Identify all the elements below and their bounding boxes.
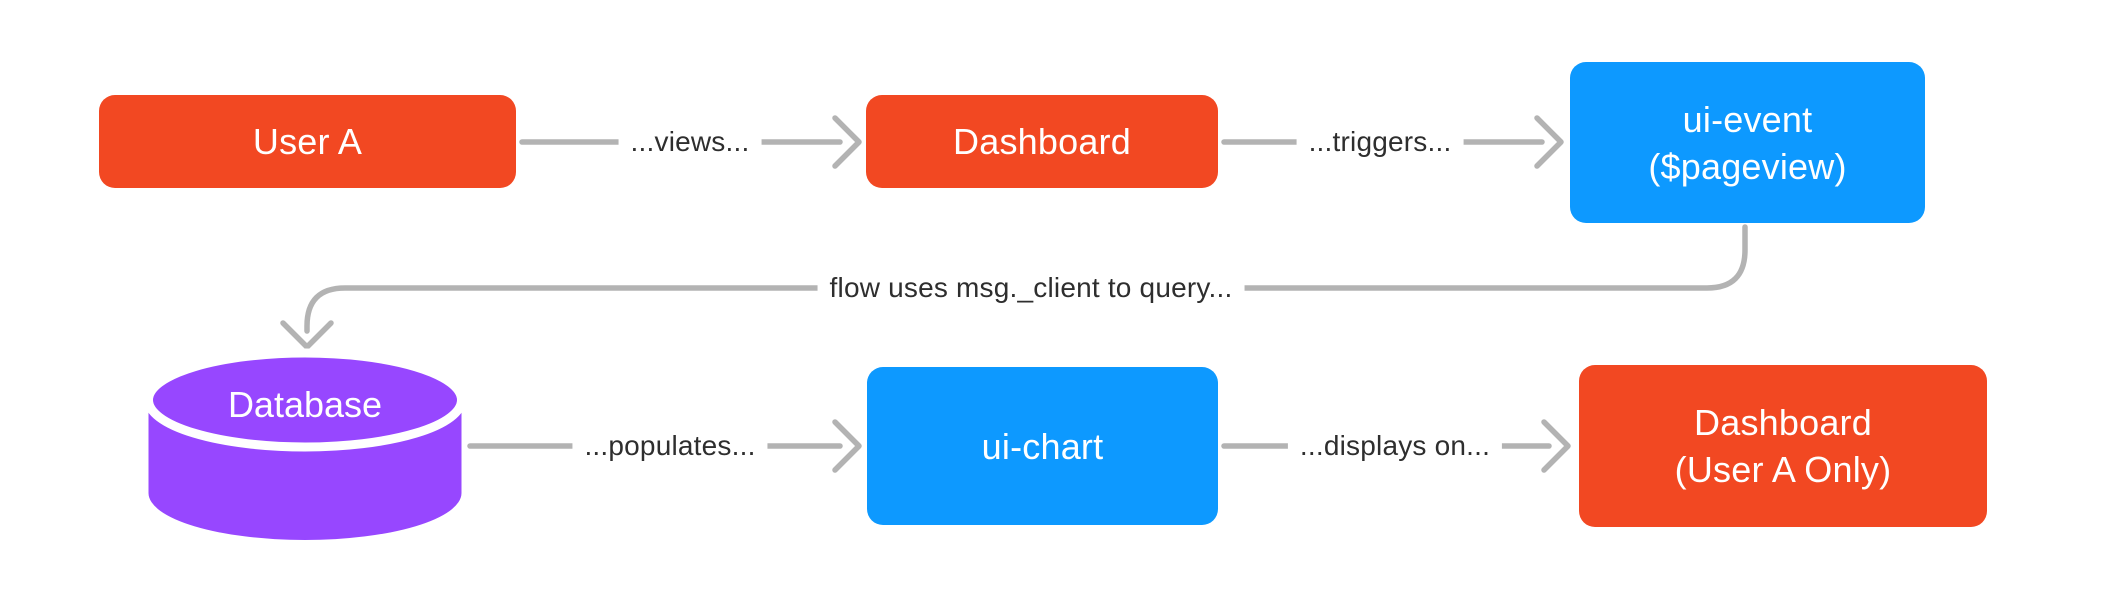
edge-label-triggers: ...triggers...: [1296, 124, 1464, 160]
arrowhead-populates-icon: [832, 419, 862, 473]
node-ui-chart-label: ui-chart: [981, 425, 1104, 467]
arrowhead-query-icon: [280, 320, 334, 350]
node-dashboard-user-a-label: Dashboard: [1694, 402, 1872, 443]
database-cylinder-top: [144, 348, 466, 452]
node-dashboard-user-a: Dashboard (User A Only): [1579, 365, 1987, 527]
node-database: Database: [140, 348, 470, 553]
arrowhead-triggers-icon: [1534, 115, 1564, 169]
node-ui-event-label: ui-event: [1682, 98, 1813, 140]
node-ui-event-sublabel: ($pageview): [1648, 145, 1847, 187]
edge-label-displays: ...displays on...: [1287, 428, 1503, 464]
database-cylinder-icon: Database: [144, 348, 466, 540]
node-dashboard-label: Dashboard: [953, 121, 1131, 162]
arrowhead-views-icon: [832, 115, 862, 169]
node-user-a-label: User A: [252, 121, 363, 162]
arrowhead-displays-icon: [1541, 419, 1571, 473]
node-dashboard: Dashboard: [866, 95, 1218, 188]
edge-label-views: ...views...: [618, 124, 762, 160]
node-dashboard-user-a-sublabel: (User A Only): [1674, 449, 1892, 490]
node-database-label: Database: [228, 384, 382, 425]
node-ui-chart: ui-chart: [867, 367, 1218, 525]
edge-label-query: flow uses msg._client to query...: [817, 270, 1245, 306]
edge-label-populates: ...populates...: [572, 428, 768, 464]
node-ui-event: ui-event ($pageview): [1570, 62, 1925, 223]
node-user-a: User A: [99, 95, 516, 188]
